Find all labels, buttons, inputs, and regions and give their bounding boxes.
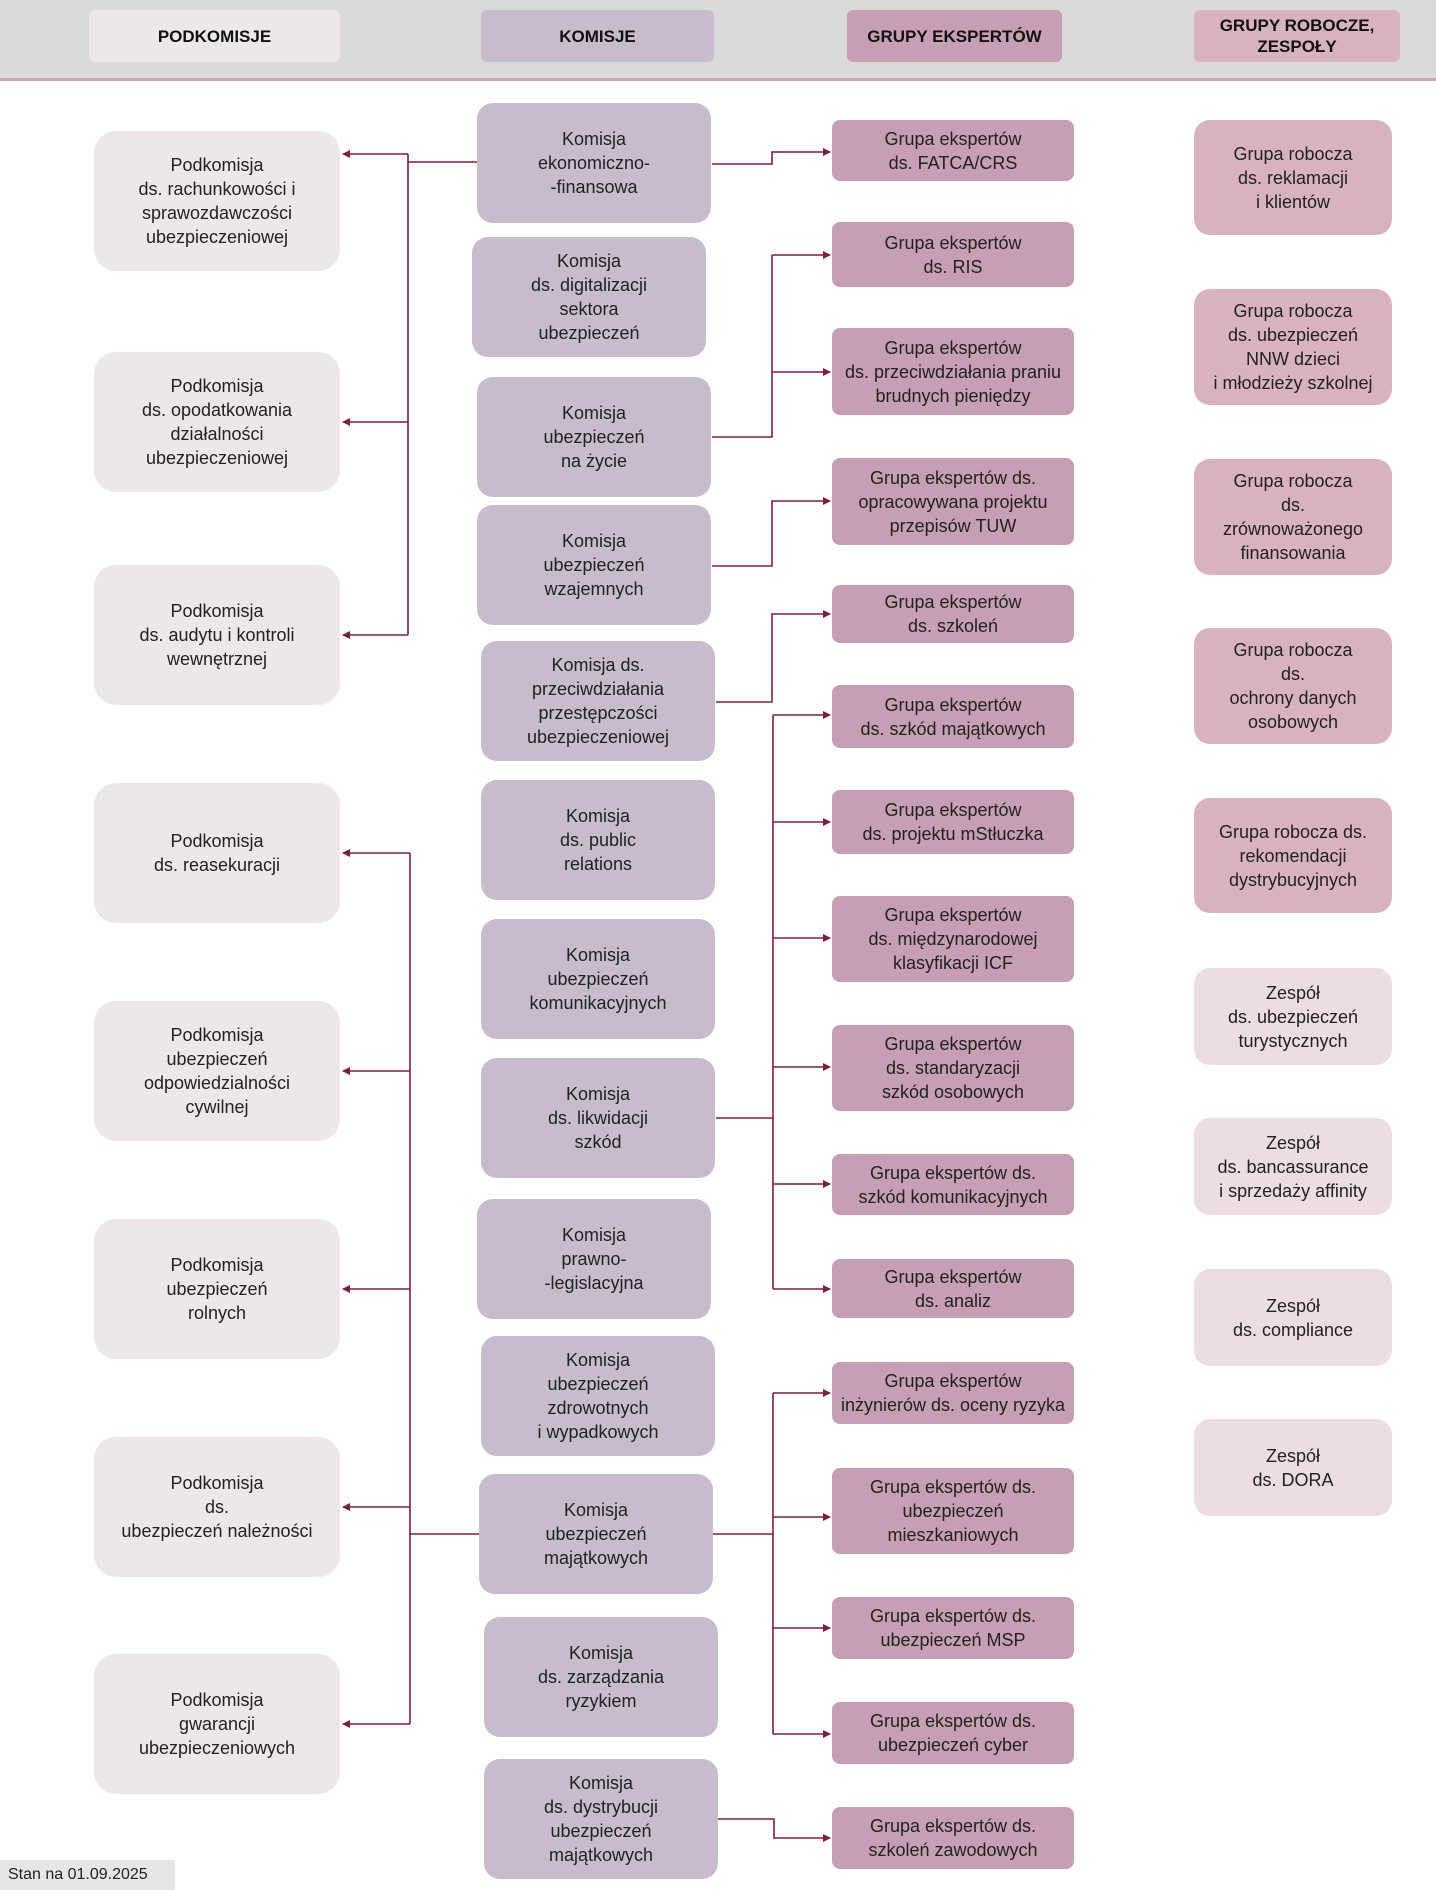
komisja-przestepczosci: Komisja ds. przeciwdziałania przestępczo… — [481, 641, 715, 761]
grupa-robocza-nnw: Grupa robocza ds. ubezpieczeń NNW dzieci… — [1194, 289, 1392, 405]
podkomisja-naleznosci: Podkomisja ds. ubezpieczeń należności — [94, 1437, 340, 1577]
komisja-public-relations: Komisja ds. public relations — [481, 780, 715, 900]
header-grupy-robocze-zespoly: GRUPY ROBOCZE, ZESPOŁY — [1194, 10, 1400, 62]
grupa-ekspertow-szkod-osobowych: Grupa ekspertów ds. standaryzacji szkód … — [832, 1025, 1074, 1111]
komisja-prawno-legislacyjna: Komisja prawno- -legislacyjna — [477, 1199, 711, 1319]
grupa-ekspertow-szkod-komunikacyjnych: Grupa ekspertów ds. szkód komunikacyjnyc… — [832, 1154, 1074, 1215]
zespol-turystycznych: Zespół ds. ubezpieczeń turystycznych — [1194, 968, 1392, 1065]
grupa-robocza-rekomendacji: Grupa robocza ds. rekomendacji dystrybuc… — [1194, 798, 1392, 913]
grupa-ekspertow-fatca-crs: Grupa ekspertów ds. FATCA/CRS — [832, 120, 1074, 181]
podkomisja-gwarancji: Podkomisja gwarancji ubezpieczeniowych — [94, 1654, 340, 1794]
komisja-digitalizacji: Komisja ds. digitalizacji sektora ubezpi… — [472, 237, 706, 357]
header-podkomisje: PODKOMISJE — [89, 10, 340, 62]
grupa-ekspertow-icf: Grupa ekspertów ds. międzynarodowej klas… — [832, 896, 1074, 982]
komisja-zarzadzania-ryzykiem: Komisja ds. zarządzania ryzykiem — [484, 1617, 718, 1737]
grupa-ekspertow-mieszkaniowych: Grupa ekspertów ds. ubezpieczeń mieszkan… — [832, 1468, 1074, 1554]
grupa-ekspertow-tuw: Grupa ekspertów ds. opracowywana projekt… — [832, 458, 1074, 545]
podkomisja-rolnych: Podkomisja ubezpieczeń rolnych — [94, 1219, 340, 1359]
grupa-ekspertow-szkod-majatkowych: Grupa ekspertów ds. szkód majątkowych — [832, 685, 1074, 748]
komisja-wzajemnych: Komisja ubezpieczeń wzajemnych — [477, 505, 711, 625]
grupa-ekspertow-szkolen: Grupa ekspertów ds. szkoleń — [832, 585, 1074, 643]
header-grupy-ekspertow: GRUPY EKSPERTÓW — [847, 10, 1062, 62]
podkomisja-audytu: Podkomisja ds. audytu i kontroli wewnętr… — [94, 565, 340, 705]
grupa-ekspertow-cyber: Grupa ekspertów ds. ubezpieczeń cyber — [832, 1702, 1074, 1764]
grupa-robocza-ochrony-danych: Grupa robocza ds. ochrony danych osobowy… — [1194, 628, 1392, 744]
komisja-likwidacji-szkod: Komisja ds. likwidacji szkód — [481, 1058, 715, 1178]
grupa-ekspertow-msp: Grupa ekspertów ds. ubezpieczeń MSP — [832, 1597, 1074, 1659]
podkomisja-oc: Podkomisja ubezpieczeń odpowiedzialności… — [94, 1001, 340, 1141]
grupa-robocza-reklamacji: Grupa robocza ds. reklamacji i klientów — [1194, 120, 1392, 235]
komisja-dystrybucji: Komisja ds. dystrybucji ubezpieczeń mają… — [484, 1759, 718, 1879]
zespol-compliance: Zespół ds. compliance — [1194, 1269, 1392, 1366]
grupa-ekspertow-ris: Grupa ekspertów ds. RIS — [832, 222, 1074, 287]
header-komisje: KOMISJE — [481, 10, 714, 62]
grupa-robocza-zrownowazonego-finansowania: Grupa robocza ds. zrównoważonego finanso… — [1194, 459, 1392, 575]
zespol-dora: Zespół ds. DORA — [1194, 1419, 1392, 1516]
grupa-ekspertow-aml: Grupa ekspertów ds. przeciwdziałania pra… — [832, 328, 1074, 415]
podkomisja-reasekuracji: Podkomisja ds. reasekuracji — [94, 783, 340, 923]
grupa-ekspertow-mstluczka: Grupa ekspertów ds. projektu mStłuczka — [832, 790, 1074, 854]
komisja-majatkowych: Komisja ubezpieczeń majątkowych — [479, 1474, 713, 1594]
grupa-ekspertow-oceny-ryzyka: Grupa ekspertów inżynierów ds. oceny ryz… — [832, 1362, 1074, 1424]
komisja-na-zycie: Komisja ubezpieczeń na życie — [477, 377, 711, 497]
grupa-ekspertow-analiz: Grupa ekspertów ds. analiz — [832, 1259, 1074, 1318]
komisja-komunikacyjnych: Komisja ubezpieczeń komunikacyjnych — [481, 919, 715, 1039]
zespol-bancassurance: Zespół ds. bancassurance i sprzedaży aff… — [1194, 1118, 1392, 1215]
grupa-ekspertow-szkolen-zawodowych: Grupa ekspertów ds. szkoleń zawodowych — [832, 1807, 1074, 1869]
komisja-zdrowotnych: Komisja ubezpieczeń zdrowotnych i wypadk… — [481, 1336, 715, 1456]
status-date-note: Stan na 01.09.2025 — [0, 1860, 175, 1890]
komisja-ekonomiczno-finansowa: Komisja ekonomiczno- -finansowa — [477, 103, 711, 223]
podkomisja-opodatkowania: Podkomisja ds. opodatkowania działalnośc… — [94, 352, 340, 492]
podkomisja-rachunkowosci: Podkomisja ds. rachunkowości i sprawozda… — [94, 131, 340, 271]
